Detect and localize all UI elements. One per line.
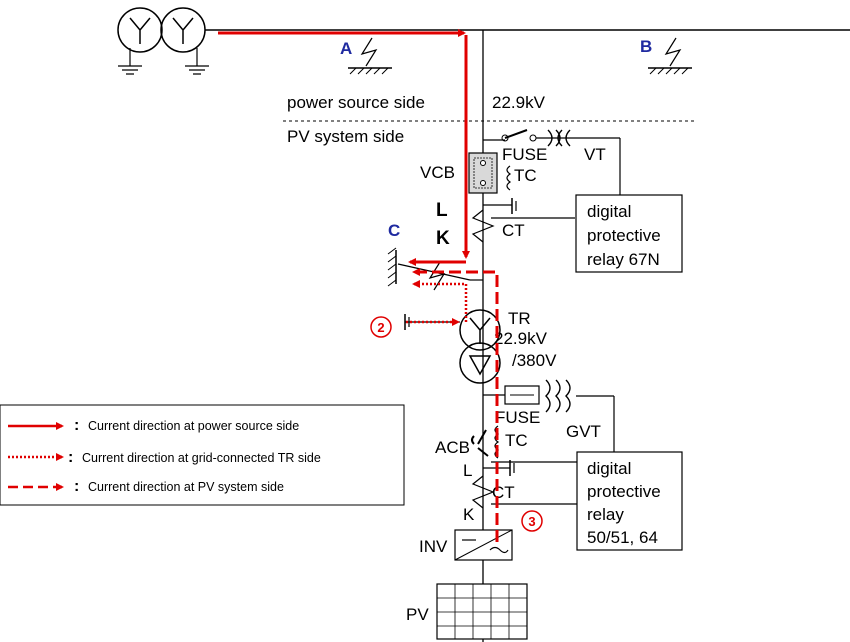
ct-bottom-icon [471,475,495,509]
fault-a-icon [348,37,392,75]
tc-bottom-label: TC [505,431,528,450]
fuse-bottom-label: FUSE [495,408,540,427]
marker-3: 3 [521,510,543,532]
power-source-side-label: power source side [287,93,425,112]
tr-ratio-1: 22.9kV [494,329,548,348]
vcb-label: VCB [420,163,455,182]
ct-bottom-label: CT [492,483,515,502]
marker-2-label: 2 [377,320,384,335]
legend-colon-3: : [74,478,79,495]
fault-b-label: B [640,37,652,56]
pv-system-side-label: PV system side [287,127,404,146]
tc-top-icon [506,165,512,191]
gvt-icon [545,379,571,413]
voltage-label: 22.9kV [492,93,546,112]
generator-icon [117,7,209,75]
tr-label: TR [508,309,531,328]
legend-colon-1: : [74,417,79,434]
legend-item-dotted: : Current direction at grid-connected TR… [8,449,321,466]
legend-colon-2: : [68,449,73,466]
pv-label: PV [406,605,429,624]
vt-branch [483,129,621,195]
relay-bottom-line-2: protective [587,482,661,501]
l-bottom-label: L [463,461,472,480]
dotted-current-path-2 [412,280,468,322]
inv-label: INV [419,537,448,556]
legend-box [0,404,405,506]
acb-icon [471,429,489,457]
legend-text-1: Current direction at power source side [88,419,299,433]
fault-b-icon [648,37,692,75]
relay-bottom-line-1: digital [587,459,631,478]
relay-bottom-line-4: 50/51, 64 [587,528,658,547]
marker-3-label: 3 [528,514,535,529]
vcb-icon [468,152,498,194]
fault-a-label: A [340,39,352,58]
vt-label: VT [584,145,606,164]
dashed-current-path [412,268,499,542]
vt-icon [547,129,571,147]
ct-top-label: CT [502,221,525,240]
fault-c-label: C [388,221,400,240]
k-top-label: K [436,228,450,249]
legend-text-3: Current direction at PV system side [88,480,284,494]
relay-bottom-line-3: relay [587,505,624,524]
relay-67n-box [575,194,683,273]
k-bottom-label: K [463,505,475,524]
legend-item-dashed: : Current direction at PV system side [8,478,284,495]
relay-50-51-64-box [576,451,683,551]
legend-item-solid: : Current direction at power source side [8,417,299,434]
tc-top-label: TC [514,166,537,185]
acb-label: ACB [435,438,470,457]
fuse-top-label: FUSE [502,145,547,164]
gvt-label: GVT [566,422,601,441]
relay-67n-line-3: relay 67N [587,250,660,269]
pv-array-icon [436,583,528,640]
marker-2: 2 [370,316,392,338]
l-top-label: L [436,200,448,221]
legend-text-2: Current direction at grid-connected TR s… [82,451,321,465]
ct-top-icon [471,209,495,243]
relay-67n-line-2: protective [587,226,661,245]
relay-67n-line-1: digital [587,202,631,221]
tr-ratio-2: /380V [512,351,557,370]
